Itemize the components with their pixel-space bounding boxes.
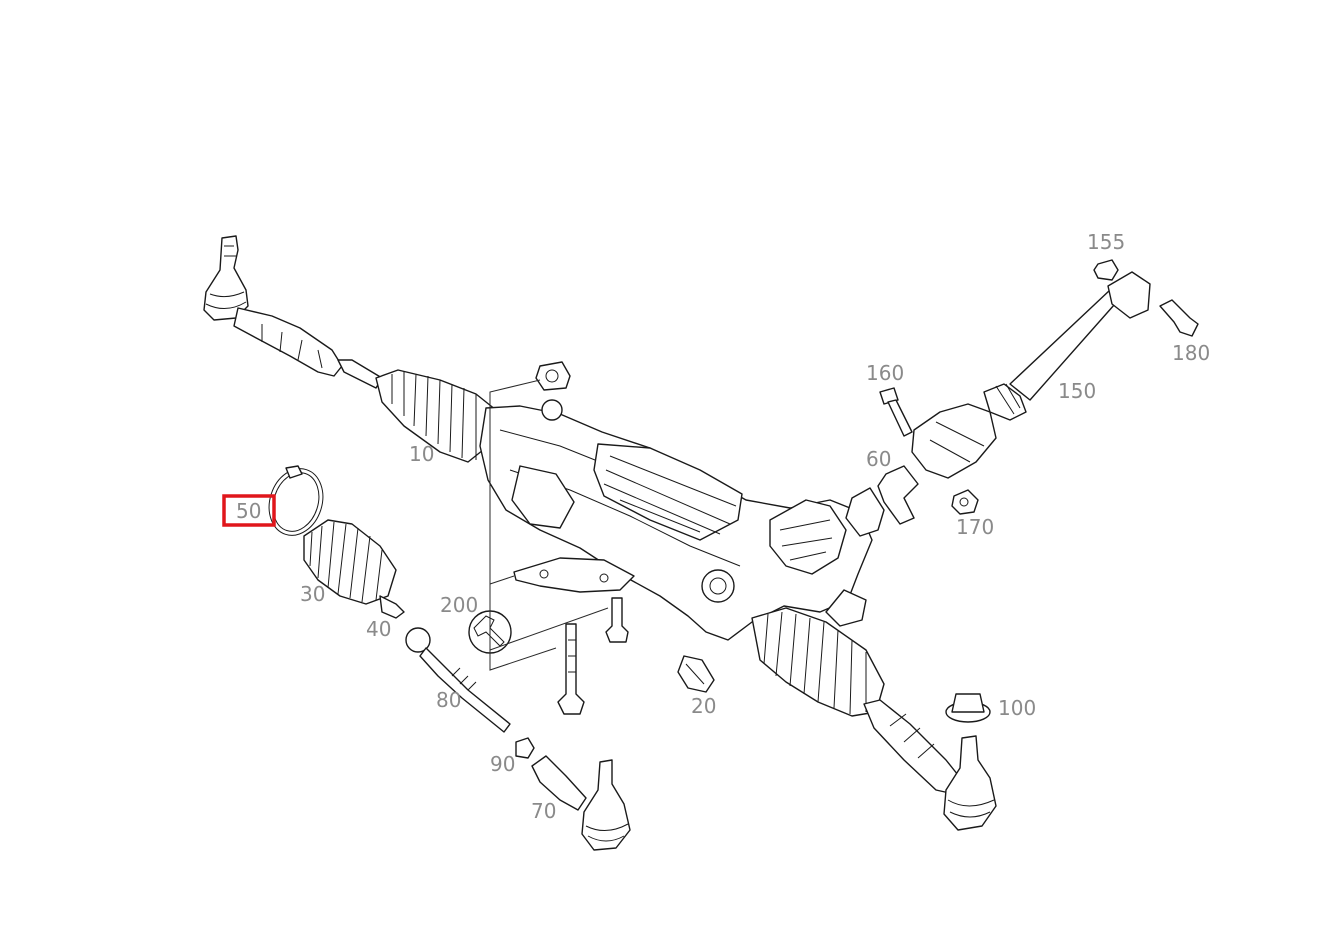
callout-160[interactable]: 160: [866, 361, 904, 385]
callout-90[interactable]: 90: [490, 752, 515, 776]
part-bellows-30[interactable]: [303, 519, 397, 605]
part-bracket-200[interactable]: [513, 557, 635, 715]
part-clamp-40[interactable]: [379, 595, 405, 619]
selected-part-highlight: [222, 494, 276, 527]
part-nut-170[interactable]: [951, 489, 979, 515]
callout-20[interactable]: 20: [691, 694, 716, 718]
part-nut-90[interactable]: [515, 737, 535, 759]
callout-150[interactable]: 150: [1058, 379, 1096, 403]
part-rack-bellows-right: [751, 607, 885, 717]
part-bolt-180[interactable]: [1159, 299, 1199, 337]
callout-170[interactable]: 170: [956, 515, 994, 539]
callout-50[interactable]: 50: [236, 499, 261, 523]
part-plate-60[interactable]: [845, 465, 919, 537]
part-rack-bellows-left: [375, 369, 497, 463]
callout-200[interactable]: 200: [440, 593, 478, 617]
callout-180[interactable]: 180: [1172, 341, 1210, 365]
part-clip-20[interactable]: [677, 655, 715, 693]
part-tie-rod-end-right: [863, 699, 997, 831]
callout-40[interactable]: 40: [366, 617, 391, 641]
callout-155[interactable]: 155: [1087, 230, 1125, 254]
part-tie-rod-end-70[interactable]: [531, 755, 631, 851]
leader-lines: [489, 379, 609, 671]
part-bolt-160[interactable]: [879, 387, 913, 437]
part-nut-155[interactable]: [1093, 259, 1119, 281]
part-inner-tie-rod-80[interactable]: [405, 627, 511, 733]
part-steering-shaft-150[interactable]: [911, 271, 1151, 479]
callout-70[interactable]: 70: [531, 799, 556, 823]
callout-30[interactable]: 30: [300, 582, 325, 606]
part-tie-rod-end-left[interactable]: [203, 235, 383, 389]
callout-10[interactable]: 10: [409, 442, 434, 466]
part-nut-100[interactable]: [945, 693, 991, 723]
callout-80[interactable]: 80: [436, 688, 461, 712]
callout-60[interactable]: 60: [866, 447, 891, 471]
callout-100[interactable]: 100: [998, 696, 1036, 720]
callout-labels: 10 20 30 40 50 60 70 80 90 100 150 155 1…: [236, 230, 1210, 823]
part-steering-gear-10[interactable]: [479, 361, 873, 641]
